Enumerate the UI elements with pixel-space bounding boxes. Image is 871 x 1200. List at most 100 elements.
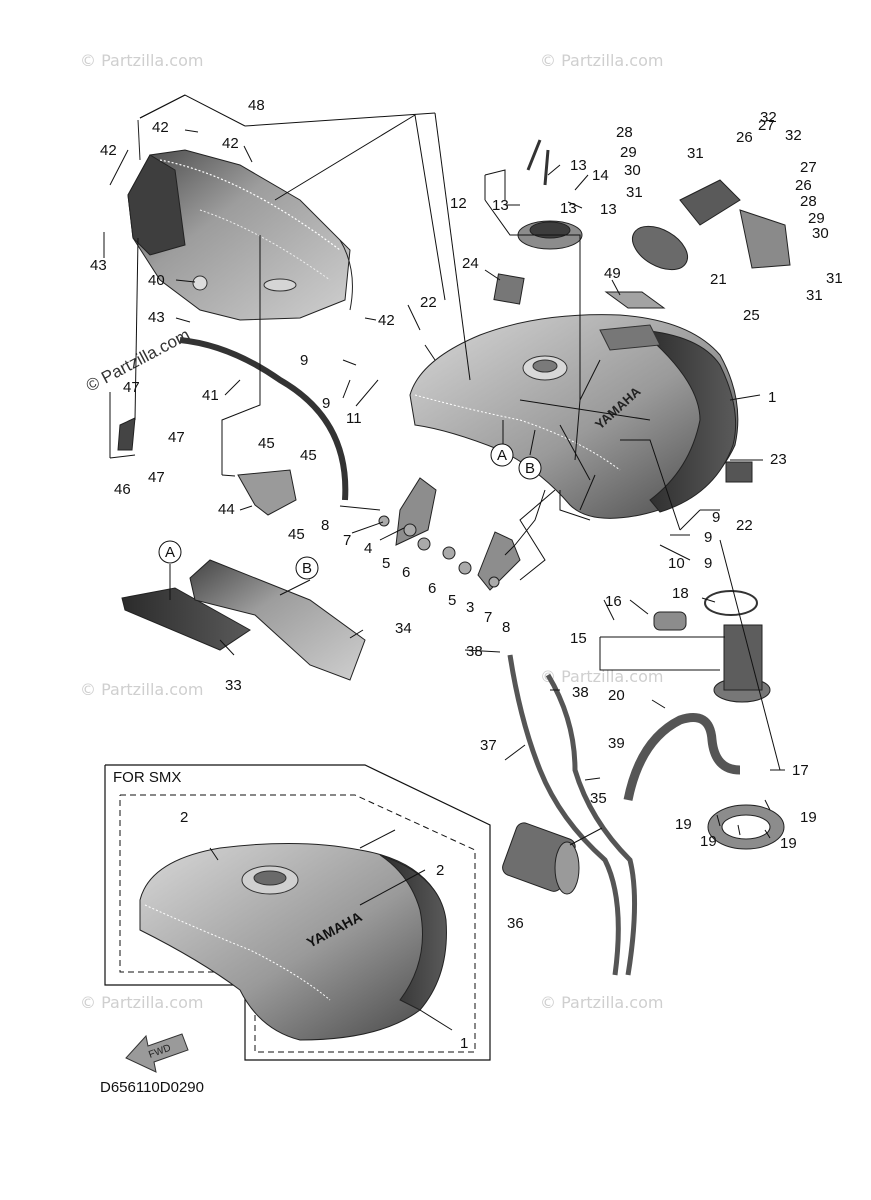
part-number-label: 26 xyxy=(795,177,812,194)
part-number-label: 6 xyxy=(402,564,410,581)
part-number-label: 27 xyxy=(800,159,817,176)
part-number-label: 42 xyxy=(222,135,239,152)
part-number-label: 29 xyxy=(808,210,825,227)
bracket-3 xyxy=(477,531,521,591)
part-number-label: 30 xyxy=(812,225,829,242)
fuel-pump-assembly xyxy=(653,590,785,850)
part-number-label: 17 xyxy=(792,762,809,779)
part-number-label: 47 xyxy=(168,429,185,446)
part-number-label: 32 xyxy=(785,127,802,144)
part-number-label: 12 xyxy=(450,195,467,212)
callout-b: B xyxy=(302,560,312,577)
part-number-label: 9 xyxy=(712,509,720,526)
bracket-4 xyxy=(395,477,437,546)
part-number-label: 30 xyxy=(624,162,641,179)
callout-a: A xyxy=(165,544,175,561)
part-number-label: 45 xyxy=(258,435,275,452)
watermark: © Partzilla.com xyxy=(80,680,203,699)
part-number-label: 31 xyxy=(626,184,643,201)
part-number-label: 22 xyxy=(736,517,753,534)
hose-37 xyxy=(507,654,621,976)
part-number-label: 15 xyxy=(570,630,587,647)
watermark: © Partzilla.com xyxy=(540,51,663,70)
part-number-label: 44 xyxy=(218,501,235,518)
part-number-label: 33 xyxy=(225,677,242,694)
part-number-label: 27 xyxy=(758,117,775,134)
part-number-label: 18 xyxy=(672,585,689,602)
part-number-label: 49 xyxy=(604,265,621,282)
tank-cover-assembly xyxy=(127,119,353,321)
part-number-label: 13 xyxy=(492,197,509,214)
hose-35 xyxy=(545,673,638,976)
hose-41 xyxy=(179,337,349,501)
part-number-label: 13 xyxy=(560,200,577,217)
part-23 xyxy=(725,461,753,483)
part-number-label: 9 xyxy=(300,352,308,369)
cap-bracket xyxy=(632,179,791,271)
watermark: © Partzilla.com xyxy=(80,993,203,1012)
part-number-label: 31 xyxy=(687,145,704,162)
part-number-label: 11 xyxy=(346,410,362,427)
part-number-label: 43 xyxy=(90,257,107,274)
part-number-label: 9 xyxy=(704,529,712,546)
part-number-label: 39 xyxy=(608,735,625,752)
part-number-label: 19 xyxy=(800,809,817,826)
part-number-label: 5 xyxy=(448,592,456,609)
part-number-label: 37 xyxy=(480,737,497,754)
part-number-label: 29 xyxy=(620,144,637,161)
part-number-label: 20 xyxy=(608,687,625,704)
part-number-label: 5 xyxy=(382,555,390,572)
part-44 xyxy=(237,469,297,516)
part-number-label: 19 xyxy=(700,833,717,850)
part-number-label: 1 xyxy=(768,389,776,406)
part-number-label: 36 xyxy=(507,915,524,932)
fuel-hose-20 xyxy=(623,713,741,801)
circle-callouts: A B A B xyxy=(158,443,542,580)
part-number-label: 7 xyxy=(484,609,492,626)
inset-title: FOR SMX xyxy=(113,769,181,786)
part-number-label: 25 xyxy=(743,307,760,324)
part-number-label: 31 xyxy=(806,287,823,304)
part-number-label: 47 xyxy=(123,379,140,396)
part-number-label: 43 xyxy=(148,309,165,326)
part-number-label: 2 xyxy=(180,809,188,826)
watermark: © Partzilla.com xyxy=(540,993,663,1012)
part-number-label: 28 xyxy=(800,193,817,210)
part-number-label: 2 xyxy=(436,862,444,879)
watermark: © Partzilla.com xyxy=(540,667,663,686)
part-number-label: 16 xyxy=(605,593,622,610)
part-46 xyxy=(117,417,136,451)
part-24 xyxy=(493,273,525,305)
part-49 xyxy=(604,291,666,309)
part-number-label: 14 xyxy=(592,167,609,184)
part-number-label: 34 xyxy=(395,620,412,637)
part-number-label: 19 xyxy=(675,816,692,833)
part-number-label: 46 xyxy=(114,481,131,498)
part-number-label: 45 xyxy=(288,526,305,543)
rubber-dampers xyxy=(378,515,500,588)
part-number-label: 19 xyxy=(780,835,797,852)
part-number-label: 4 xyxy=(364,540,372,557)
part-number-label: 21 xyxy=(710,271,727,288)
part-number-label: 32 xyxy=(760,109,777,126)
part-number-label: 48 xyxy=(248,97,265,114)
part-number-label: 38 xyxy=(572,684,589,701)
part-number-label: 47 xyxy=(148,469,165,486)
part-number-label: 13 xyxy=(600,201,617,218)
part-number-label: 10 xyxy=(668,555,685,572)
part-number-label: 8 xyxy=(502,619,510,636)
part-number-label: 3 xyxy=(466,599,474,616)
part-number-label: 9 xyxy=(704,555,712,572)
part-number-label: 35 xyxy=(590,790,607,807)
heat-shield-34 xyxy=(189,559,366,681)
heat-shield-33 xyxy=(121,587,251,651)
smx-inset: FOR SMX YAMAHA xyxy=(104,764,491,1061)
part-number-label: 13 xyxy=(570,157,587,174)
part-number-label: 23 xyxy=(770,451,787,468)
part-number-label: 31 xyxy=(826,270,843,287)
part-number-label: 42 xyxy=(100,142,117,159)
part-number-label: 9 xyxy=(322,395,330,412)
fuel-tank: YAMAHA xyxy=(409,314,739,519)
canister-36 xyxy=(502,822,580,895)
